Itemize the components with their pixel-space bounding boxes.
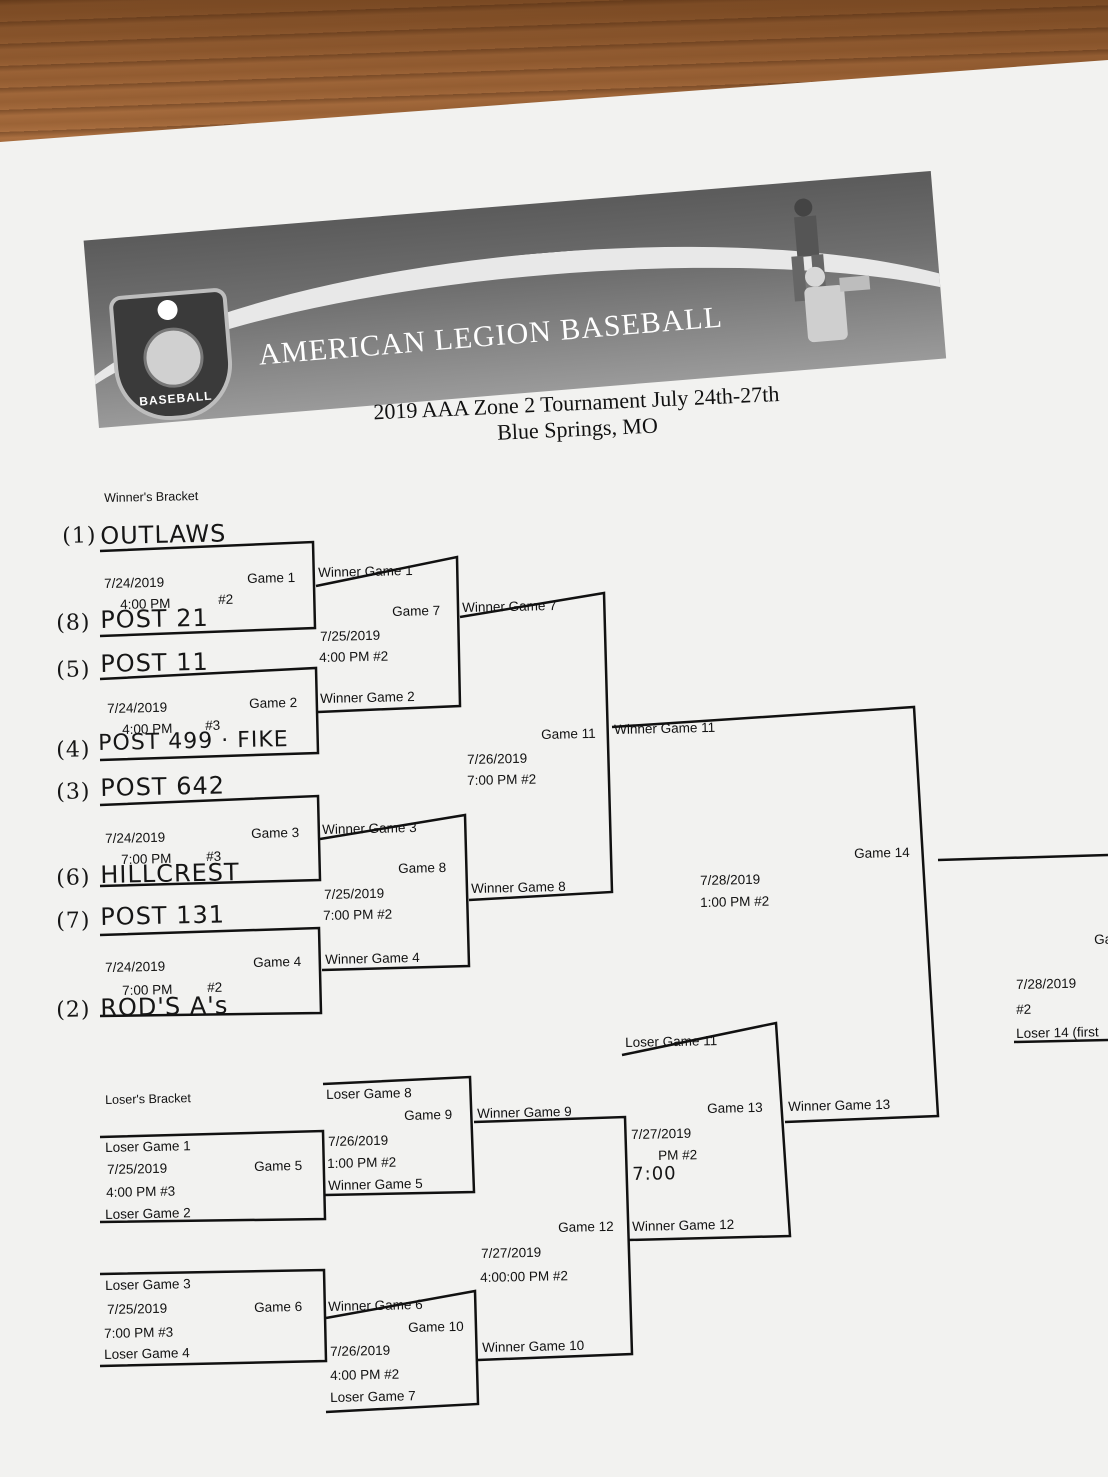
bracket-slot: Loser Game 11: [625, 1033, 718, 1050]
game-date: 7/24/2019: [104, 574, 165, 591]
game-number: Game 11: [541, 725, 596, 742]
bracket-slot: Winner Game 3: [322, 820, 417, 837]
game-number: Game 9: [404, 1106, 453, 1123]
bracket-slot: Loser Game 8: [326, 1085, 412, 1102]
bracket-slot: Winner Game 2: [320, 689, 415, 706]
game-number: Game 13: [707, 1099, 763, 1116]
team-seed: (7): [56, 908, 91, 934]
game-time: 7:00 PM #2: [467, 771, 537, 788]
bracket-slot: Winner Game 10: [482, 1337, 585, 1355]
game-field: #3: [206, 848, 222, 864]
game-time: 7:00 PM: [121, 850, 172, 867]
bracket-slot: Loser Game 4: [104, 1345, 190, 1362]
team-seed: (5): [56, 657, 91, 683]
game-time: 1:00 PM #2: [327, 1154, 397, 1171]
game-date: 7/25/2019: [107, 1300, 168, 1317]
game-field: #3: [205, 717, 221, 733]
banner: BASEBALL AMERICAN LEGION BASEBALL: [83, 170, 947, 428]
game-field: #2: [1016, 1001, 1032, 1017]
winners-bracket-label: Winner's Bracket: [104, 489, 199, 505]
game-date: 7/24/2019: [105, 958, 166, 975]
game-date: 7/25/2019: [324, 885, 385, 902]
game-date: 7/28/2019: [1016, 975, 1077, 992]
game-date: 7/24/2019: [107, 699, 168, 716]
game-time: 7:00 PM #3: [104, 1324, 174, 1341]
team-seed: (6): [56, 865, 91, 891]
team-seed: (8): [56, 610, 91, 636]
game-time: 4:00 PM #3: [106, 1183, 176, 1200]
game-date: 7/28/2019: [700, 871, 761, 888]
bracket-slot: Winner Game 13: [788, 1096, 891, 1114]
game-number: Game 1: [247, 569, 296, 586]
bracket-slot: Loser Game 1: [105, 1138, 191, 1155]
team-name: OUTLAWS: [100, 519, 227, 550]
bracket-slot: Winner Game 9: [477, 1104, 572, 1121]
game-note: Loser 14 (first: [1016, 1024, 1099, 1041]
bracket-slot: Loser Game 2: [105, 1205, 191, 1222]
game-time: 4:00 PM #2: [319, 648, 389, 665]
game-number: Game 8: [398, 859, 447, 876]
losers-bracket-label: Loser's Bracket: [105, 1091, 192, 1107]
team-seed: (3): [56, 779, 91, 805]
bracket-slot: Winner Game 12: [632, 1216, 735, 1234]
game-number: Game 2: [249, 694, 298, 711]
game-field: #2: [207, 979, 223, 995]
game-time: PM #2: [658, 1147, 698, 1163]
team-seed: (1): [62, 523, 97, 549]
game-date: 7/25/2019: [320, 627, 381, 644]
team-seed: (2): [56, 997, 91, 1023]
bracket-slot: Winner Game 1: [318, 563, 413, 580]
team-name: POST 11: [100, 647, 210, 678]
game-time: 4:00 PM #2: [330, 1366, 400, 1383]
bracket-slot: Winner Game 5: [328, 1176, 423, 1193]
game-number: Game 12: [558, 1218, 614, 1235]
team-name: POST 131: [100, 900, 226, 931]
game-number: Ga: [1094, 931, 1108, 947]
game-time: 7:00 PM: [122, 981, 173, 998]
bracket-slot: Winner Game 4: [325, 950, 420, 967]
game-date: 7/25/2019: [107, 1160, 168, 1177]
team-name: POST 642: [100, 771, 226, 802]
game-date: 7/27/2019: [481, 1244, 542, 1261]
game-time: 4:00 PM: [120, 595, 171, 612]
game-number: Game 10: [408, 1318, 464, 1335]
game-number: Game 4: [253, 953, 302, 970]
game-field: #2: [218, 591, 234, 607]
game-time: 4:00 PM: [122, 720, 173, 737]
game-date: 7/24/2019: [105, 829, 166, 846]
game-time: 7:00 PM #2: [323, 906, 393, 923]
game-time: 4:00:00 PM #2: [480, 1268, 569, 1285]
bracket-slot: Loser Game 3: [105, 1276, 191, 1293]
bracket-slot: Winner Game 6: [328, 1297, 423, 1314]
game-date: 7/27/2019: [631, 1125, 692, 1142]
game-number: Game 6: [254, 1298, 303, 1315]
game-number: Game 7: [392, 602, 441, 619]
bracket-slot: Winner Game 8: [471, 879, 566, 896]
bracket-slot: Winner Game 7: [462, 598, 557, 615]
game-time: 1:00 PM #2: [700, 893, 770, 910]
bracket-slot: Loser Game 7: [330, 1388, 416, 1405]
team-seed: (4): [56, 737, 91, 763]
players-photo: [791, 198, 871, 343]
game-number: Game 5: [254, 1157, 303, 1174]
bracket-slot: Winner Game 11: [614, 719, 716, 737]
game-number: Game 14: [854, 844, 910, 861]
game-date: 7/26/2019: [330, 1342, 391, 1359]
handwritten-time: 7:00: [632, 1163, 677, 1185]
game-number: Game 3: [251, 824, 300, 841]
game-date: 7/26/2019: [328, 1132, 389, 1149]
game-date: 7/26/2019: [467, 750, 528, 767]
